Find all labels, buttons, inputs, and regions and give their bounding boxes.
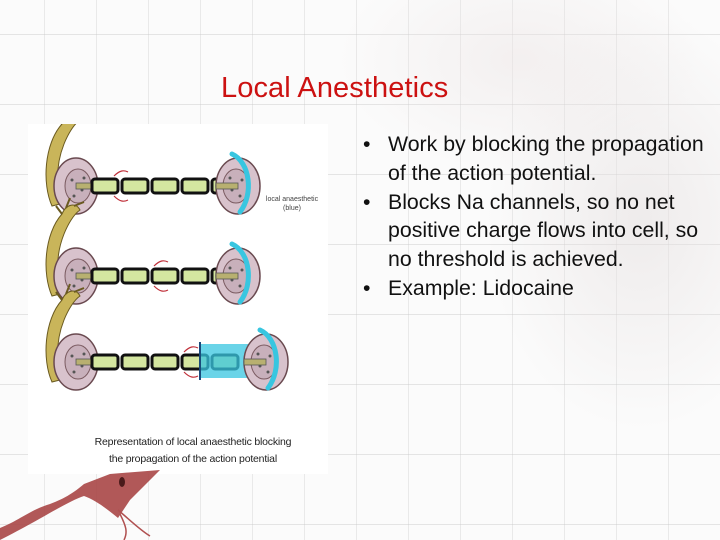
- bullet-item: Blocks Na channels, so no net positive c…: [362, 188, 712, 274]
- bullet-list: Work by blocking the propagation of the …: [362, 130, 712, 303]
- slide-title: Local Anesthetics: [221, 72, 449, 104]
- nerve-diagram-icon: [45, 107, 289, 391]
- action-potential-figure: local anaesthetic (blue) Representation …: [28, 107, 328, 474]
- anesthetic-label: local anaesthetic (blue): [264, 195, 320, 213]
- figure-caption: Representation of local anaesthetic bloc…: [78, 434, 308, 468]
- anesthetic-label-text: local anaesthetic: [265, 196, 319, 203]
- anesthetic-label-sub: (blue): [283, 205, 301, 212]
- bullet-item: Work by blocking the propagation of the …: [362, 130, 712, 188]
- bullet-item: Example: Lidocaine: [362, 274, 712, 303]
- caption-line-1: Representation of local anaesthetic bloc…: [94, 436, 292, 448]
- caption-line-2: the propagation of the action potential: [109, 453, 277, 465]
- neuron-decoration-icon: [0, 470, 160, 540]
